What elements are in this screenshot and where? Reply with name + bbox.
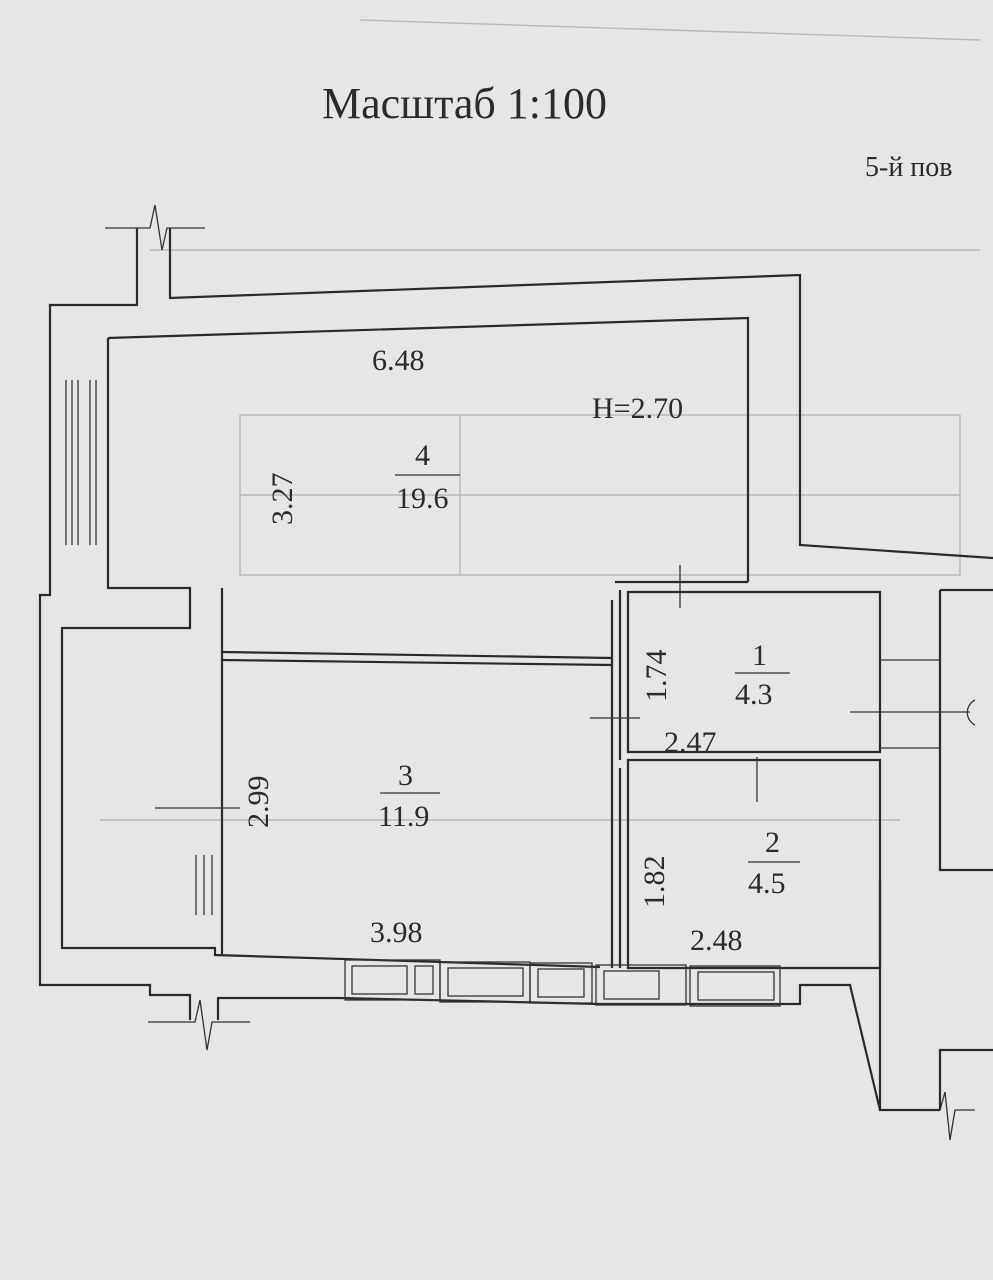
room-3-depth: 2.99 bbox=[242, 776, 275, 829]
room-2-depth: 1.82 bbox=[638, 856, 671, 909]
room-1-depth: 1.74 bbox=[640, 650, 673, 703]
room-2-width: 2.48 bbox=[690, 924, 743, 957]
room-4-number: 4 bbox=[415, 439, 430, 472]
room-2-area: 4.5 bbox=[748, 867, 786, 900]
room-1-width: 2.47 bbox=[664, 726, 717, 759]
ceiling-height: H=2.70 bbox=[592, 392, 683, 425]
floor-label: 5-й пов bbox=[865, 152, 953, 183]
show-through-background bbox=[100, 19, 981, 821]
room-4-area: 19.6 bbox=[396, 482, 449, 515]
room-2-number: 2 bbox=[765, 826, 780, 859]
scale-title: Масштаб 1:100 bbox=[322, 79, 607, 128]
room-3-number: 3 bbox=[398, 759, 413, 792]
exterior-walls bbox=[38, 228, 993, 1112]
interior-partitions bbox=[220, 580, 940, 970]
room-1-number: 1 bbox=[752, 639, 767, 672]
room-4-depth: 3.27 bbox=[266, 473, 299, 526]
south-windows bbox=[344, 959, 781, 1007]
room-number-bars bbox=[380, 474, 800, 863]
room-1-area: 4.3 bbox=[735, 678, 773, 711]
room-3-width: 3.98 bbox=[370, 916, 423, 949]
room-4-width: 6.48 bbox=[372, 344, 425, 377]
room-3-area: 11.9 bbox=[378, 800, 429, 833]
break-lines bbox=[105, 204, 976, 1141]
